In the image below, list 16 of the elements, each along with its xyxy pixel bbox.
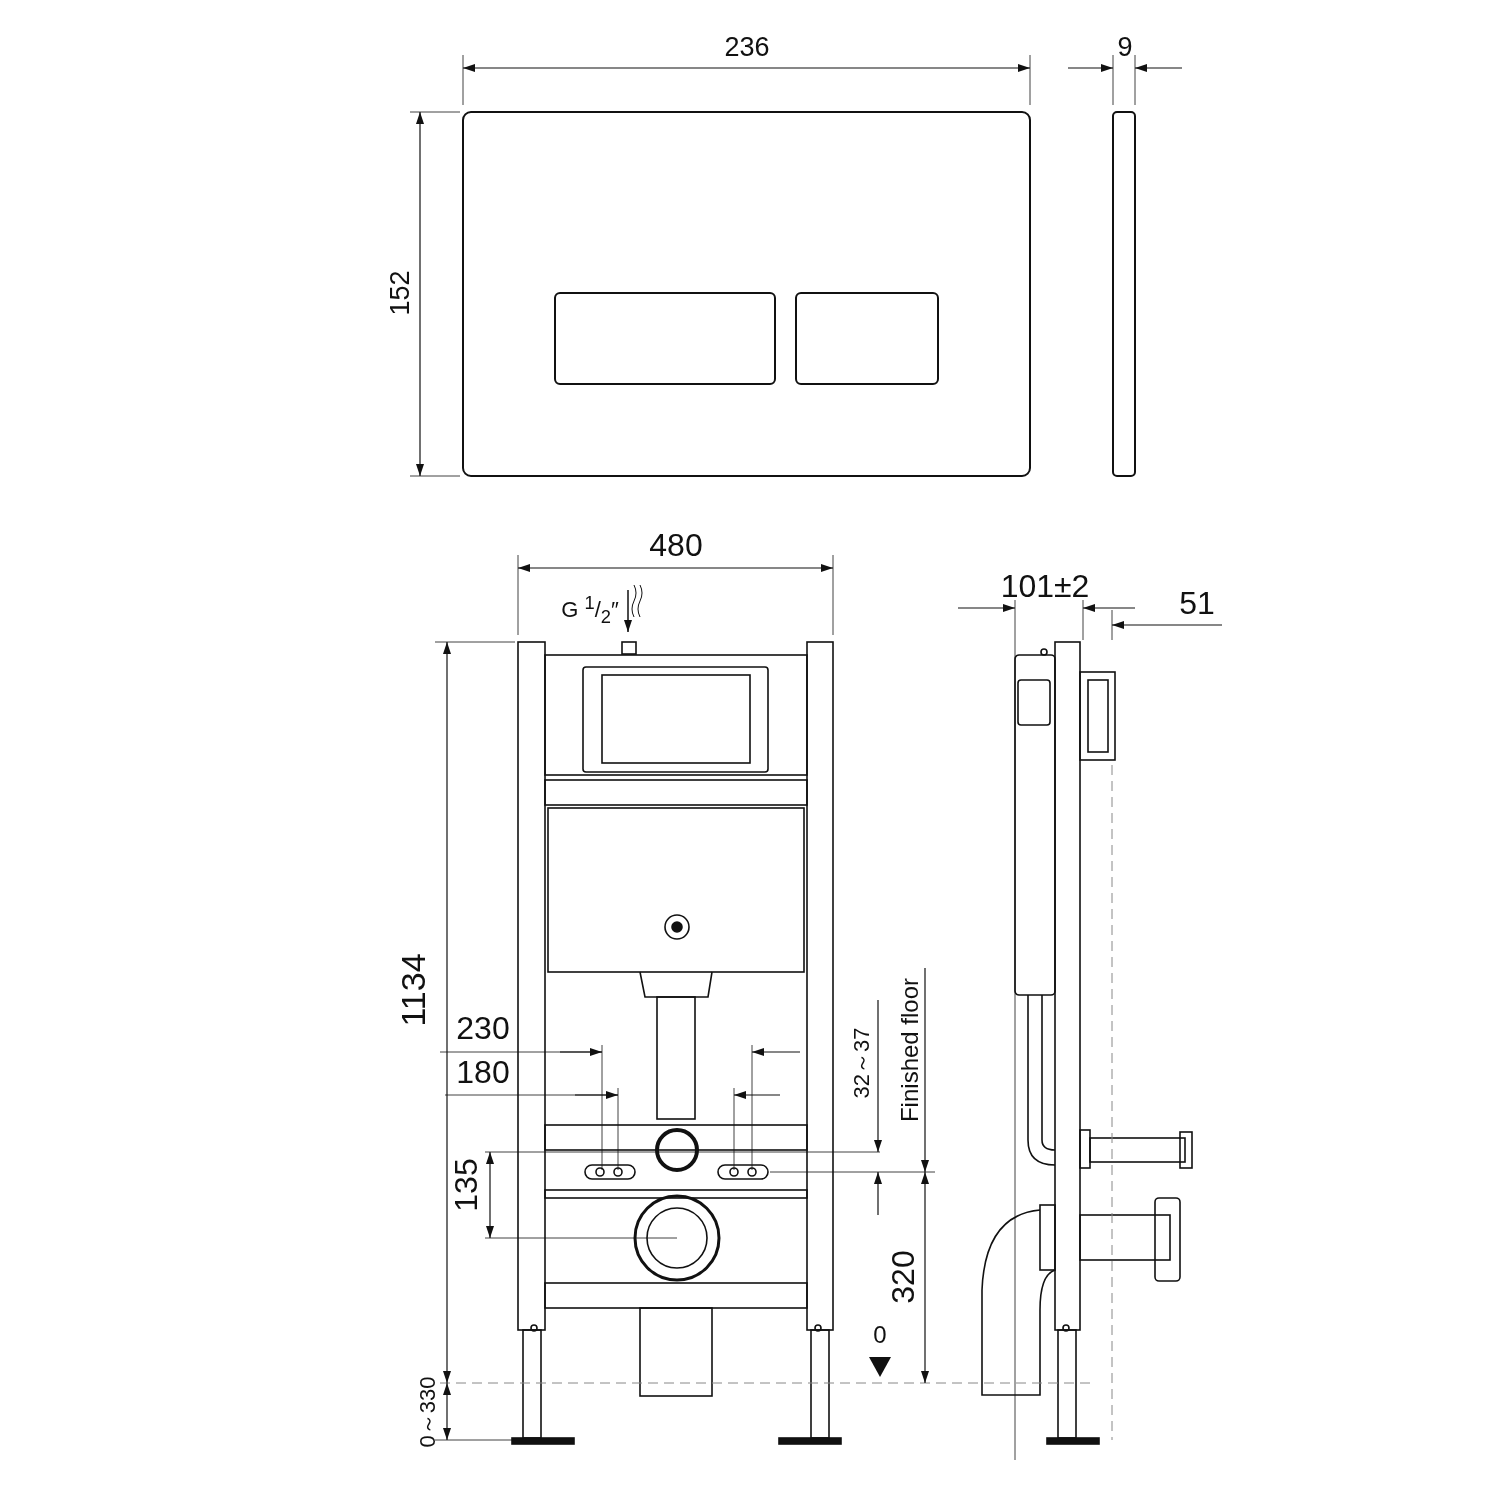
dimension-label: 32～37 bbox=[851, 1027, 873, 1099]
dimension-label: 135 bbox=[450, 1158, 482, 1212]
dimension-label: 236 bbox=[724, 33, 770, 61]
dimension-label: G $^{1}$/$_{2}$″ bbox=[561, 594, 619, 626]
dimension-label: 1134 bbox=[396, 953, 430, 1027]
dimension-label: 101±2 bbox=[1000, 570, 1090, 602]
dimension-label: 9 bbox=[1117, 33, 1133, 61]
dimension-label: Finished floor bbox=[898, 977, 922, 1123]
dimension-label: 0 bbox=[873, 1323, 887, 1347]
dimension-label: 320 bbox=[887, 1250, 919, 1304]
dimension-label: 51 bbox=[1179, 587, 1215, 619]
dimension-label: 180 bbox=[456, 1056, 510, 1088]
dimension-label: 480 bbox=[649, 529, 703, 561]
dimension-label: 152 bbox=[386, 270, 414, 316]
dimension-label: 0～330 bbox=[417, 1376, 439, 1448]
dimension-label: 230 bbox=[456, 1012, 510, 1044]
